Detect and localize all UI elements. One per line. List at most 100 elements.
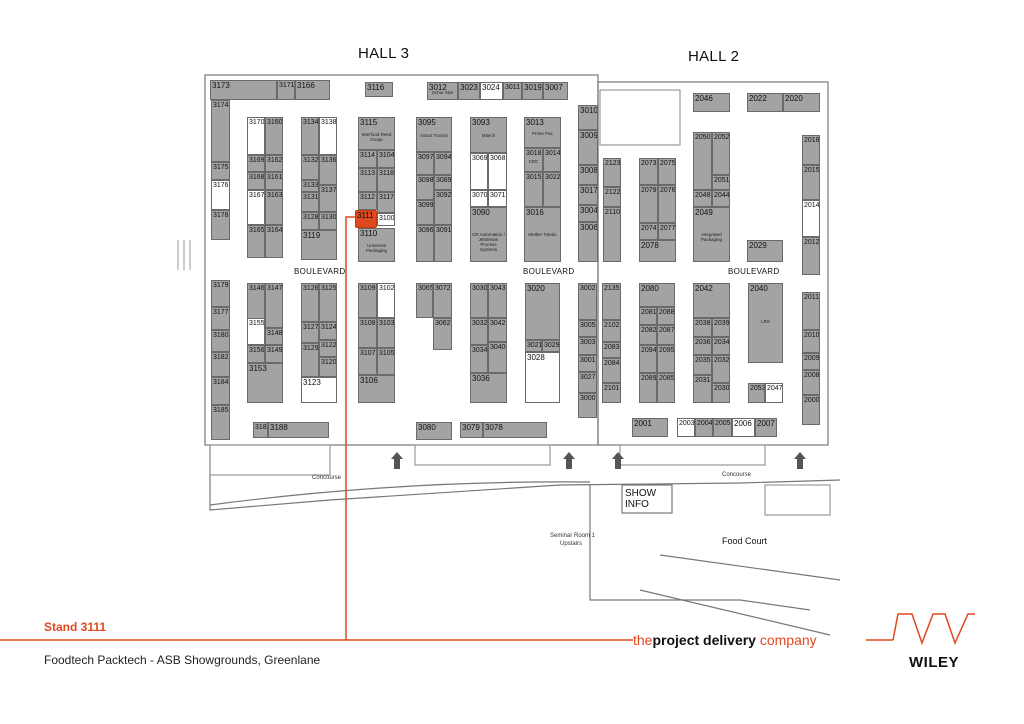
stand-3137[interactable]: 3137 <box>319 185 337 212</box>
stand-3187[interactable]: 3187 <box>253 422 268 438</box>
stand-3136[interactable]: 3136 <box>319 155 337 185</box>
stand-3175[interactable]: 3175 <box>211 162 230 180</box>
stand-2001[interactable]: 2001 <box>632 418 668 437</box>
stand-3169[interactable]: 3169 <box>247 155 265 172</box>
stand-2050[interactable]: 2050 <box>693 132 712 190</box>
stand-2030[interactable]: 2030 <box>712 383 730 403</box>
stand-3178[interactable]: 3178 <box>211 210 230 240</box>
stand-3166[interactable]: 3166 <box>295 80 330 100</box>
stand-3182[interactable]: 3182 <box>211 352 230 377</box>
stand-3022[interactable]: 3022 <box>543 172 561 207</box>
stand-2051[interactable]: 2051 <box>712 175 730 190</box>
stand-3094[interactable]: 3094 <box>434 152 452 175</box>
stand-3170[interactable]: 3170 <box>247 117 265 155</box>
stand-2078[interactable]: 2078 <box>639 240 676 262</box>
stand-3132[interactable]: 3132 <box>301 155 319 180</box>
stand-2038[interactable]: 2038 <box>693 318 712 337</box>
stand-2074[interactable]: 2074 <box>639 223 658 240</box>
stand-3002[interactable]: 3002 <box>578 283 597 320</box>
stand-3173[interactable]: 3173 <box>210 80 277 100</box>
stand-3020[interactable]: 3020 <box>525 283 560 340</box>
stand-2029[interactable]: 2029 <box>747 240 783 262</box>
stand-3165[interactable]: 3165 <box>247 225 265 258</box>
stand-3123[interactable]: 3123 <box>301 377 337 403</box>
stand-3177[interactable]: 3177 <box>211 307 230 330</box>
stand-2094[interactable]: 2094 <box>639 345 657 373</box>
stand-3138[interactable]: 3138 <box>319 117 337 155</box>
stand-2102[interactable]: 2102 <box>602 320 621 342</box>
stand-3124[interactable]: 3124 <box>319 322 337 340</box>
stand-3065[interactable]: 3065 <box>416 283 433 318</box>
stand-2007[interactable]: 2007 <box>755 418 777 437</box>
stand-3149[interactable]: 3149 <box>265 345 283 363</box>
stand-3001[interactable]: 3001 <box>578 355 597 372</box>
stand-3176[interactable]: 3176 <box>211 180 230 210</box>
stand-3024[interactable]: 3024 <box>480 82 503 100</box>
stand-2053[interactable]: 2053 <box>748 383 765 403</box>
stand-3003[interactable]: 3003 <box>578 337 597 355</box>
stand-2047[interactable]: 2047 <box>765 383 783 403</box>
stand-3120[interactable]: 3120 <box>319 357 337 377</box>
stand-3010[interactable]: 3010 <box>578 105 598 130</box>
stand-3109[interactable]: 3109 <box>358 283 377 318</box>
stand-2123[interactable]: 2123 <box>603 158 621 187</box>
stand-2077[interactable]: 2077 <box>658 223 676 240</box>
stand-2014[interactable]: 2014 <box>802 200 820 237</box>
stand-2004[interactable]: 2004 <box>695 418 713 437</box>
stand-2031[interactable]: 2031 <box>693 375 712 403</box>
stand-2018[interactable]: 2018 <box>802 135 820 165</box>
stand-3014[interactable]: 3014 <box>543 148 561 172</box>
stand-2009[interactable]: 2009 <box>802 353 820 370</box>
stand-3185[interactable]: 3185 <box>211 405 230 440</box>
stand-2084[interactable]: 2084 <box>602 358 621 383</box>
stand-3168[interactable]: 3168 <box>247 172 265 190</box>
stand-2022[interactable]: 2022 <box>747 93 783 112</box>
stand-2135[interactable]: 2135 <box>602 283 621 320</box>
stand-3030[interactable]: 3030 <box>470 283 488 318</box>
stand-3009[interactable]: 3009 <box>578 130 598 165</box>
stand-3167[interactable]: 3167 <box>247 190 265 225</box>
stand-2075[interactable]: 2075 <box>658 158 676 185</box>
stand-2073[interactable]: 2073 <box>639 158 658 185</box>
stand-2042[interactable]: 2042 <box>693 283 730 318</box>
stand-2015[interactable]: 2015 <box>802 165 820 200</box>
stand-3027[interactable]: 3027 <box>578 372 597 393</box>
stand-3072[interactable]: 3072 <box>433 283 452 318</box>
stand-3114[interactable]: 3114 <box>358 150 377 168</box>
stand-2032[interactable]: 2032 <box>712 355 730 383</box>
stand-3162[interactable]: 3162 <box>265 155 283 172</box>
stand-3062[interactable]: 3062 <box>433 318 452 350</box>
stand-3080[interactable]: 3080 <box>416 422 452 440</box>
stand-3133[interactable]: 3133 <box>301 180 319 192</box>
stand-2000[interactable]: 2000 <box>802 395 820 425</box>
stand-3023[interactable]: 3023 <box>458 82 480 100</box>
stand-3128[interactable]: 3128 <box>301 212 319 230</box>
stand-3103[interactable]: 3103 <box>377 318 395 348</box>
stand-3180[interactable]: 3180 <box>211 330 230 352</box>
stand-3148[interactable]: 3148 <box>265 328 283 345</box>
stand-2046[interactable]: 2046 <box>693 93 730 112</box>
stand-2005[interactable]: 2005 <box>713 418 732 437</box>
stand-3098[interactable]: 3098 <box>416 175 434 200</box>
stand-3105[interactable]: 3105 <box>377 348 395 375</box>
stand-3179[interactable]: 3179 <box>211 280 230 307</box>
stand-3004[interactable]: 3004 <box>578 205 598 222</box>
stand-3005[interactable]: 3005 <box>578 320 597 337</box>
stand-2008[interactable]: 2008 <box>802 370 820 395</box>
stand-3032[interactable]: 3032 <box>470 318 488 345</box>
stand-2010[interactable]: 2010 <box>802 330 820 353</box>
stand-3102[interactable]: 3102 <box>377 283 395 318</box>
stand-2034[interactable]: 2034 <box>712 337 730 355</box>
stand-3017[interactable]: 3017 <box>578 185 598 205</box>
stand-3104[interactable]: 3104 <box>377 150 395 168</box>
stand-3042[interactable]: 3042 <box>488 318 507 342</box>
stand-2011[interactable]: 2011 <box>802 292 820 330</box>
stand-2006[interactable]: 2006 <box>732 418 755 437</box>
stand-2122[interactable]: 2122 <box>603 187 621 207</box>
stand-3097[interactable]: 3097 <box>416 152 434 175</box>
stand-3099[interactable]: 3099 <box>416 200 434 225</box>
